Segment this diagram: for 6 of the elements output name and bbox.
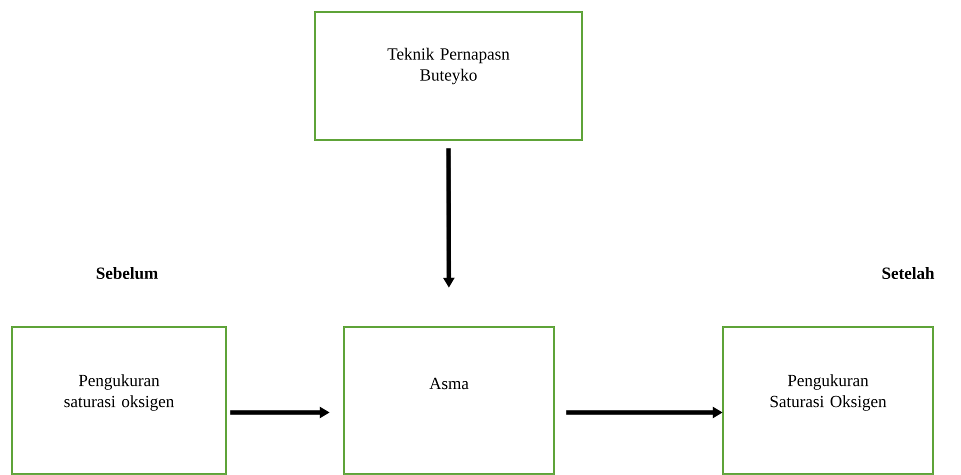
box-text: Teknik Pernapasn Buteyko — [388, 48, 510, 84]
heading: Setelah — [882, 267, 934, 279]
box-text: Pengukuran Saturasi Oksigen — [770, 374, 886, 411]
heading: Sebelum — [96, 267, 158, 279]
box-text: Pengukuran saturasi oksigen — [64, 374, 174, 411]
box-text: Asma — [429, 378, 469, 390]
